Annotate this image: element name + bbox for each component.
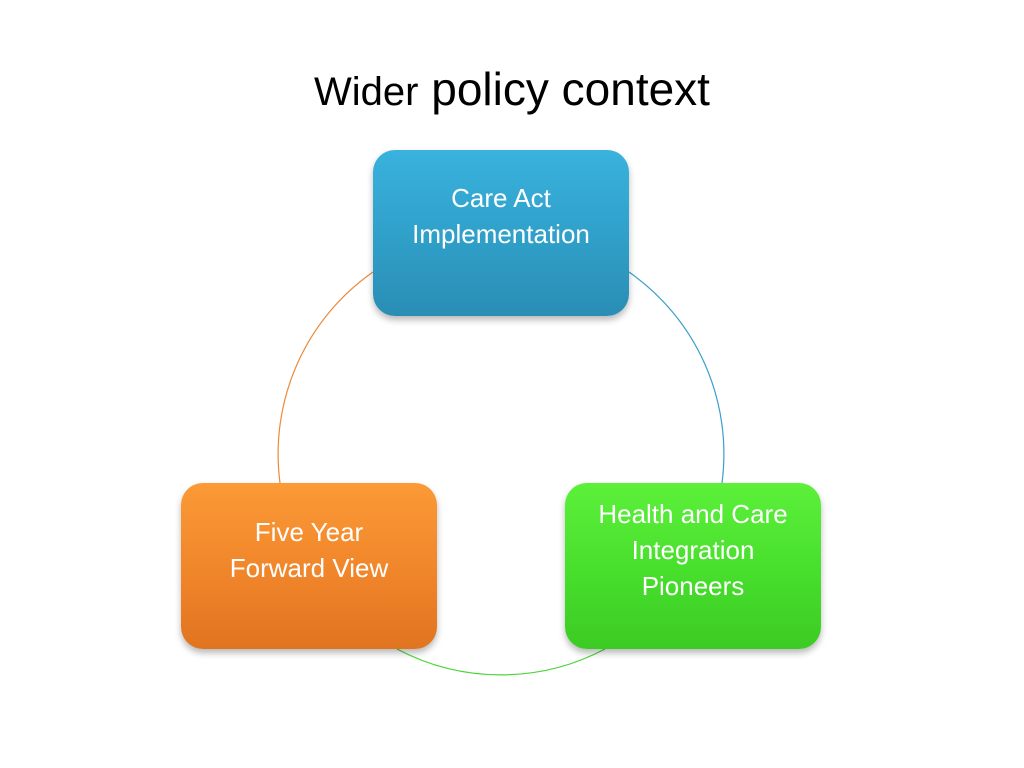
slide-title: Wider policy context xyxy=(0,62,1024,117)
title-word-wider: Wider xyxy=(314,70,419,114)
node-label: Care Act Implementation xyxy=(412,183,590,249)
connector-top-to-right xyxy=(628,271,725,484)
node-health-and-care-integration-pioneers: Health and Care Integration Pioneers xyxy=(565,483,821,649)
title-rest: policy context xyxy=(431,63,710,115)
node-label: Health and Care Integration Pioneers xyxy=(598,499,788,601)
node-five-year-forward-view: Five Year Forward View xyxy=(181,483,437,649)
node-care-act-implementation: Care Act Implementation xyxy=(373,150,629,316)
connector-right-to-left xyxy=(396,648,606,676)
node-label: Five Year Forward View xyxy=(229,517,389,583)
connector-left-to-top xyxy=(277,271,374,484)
